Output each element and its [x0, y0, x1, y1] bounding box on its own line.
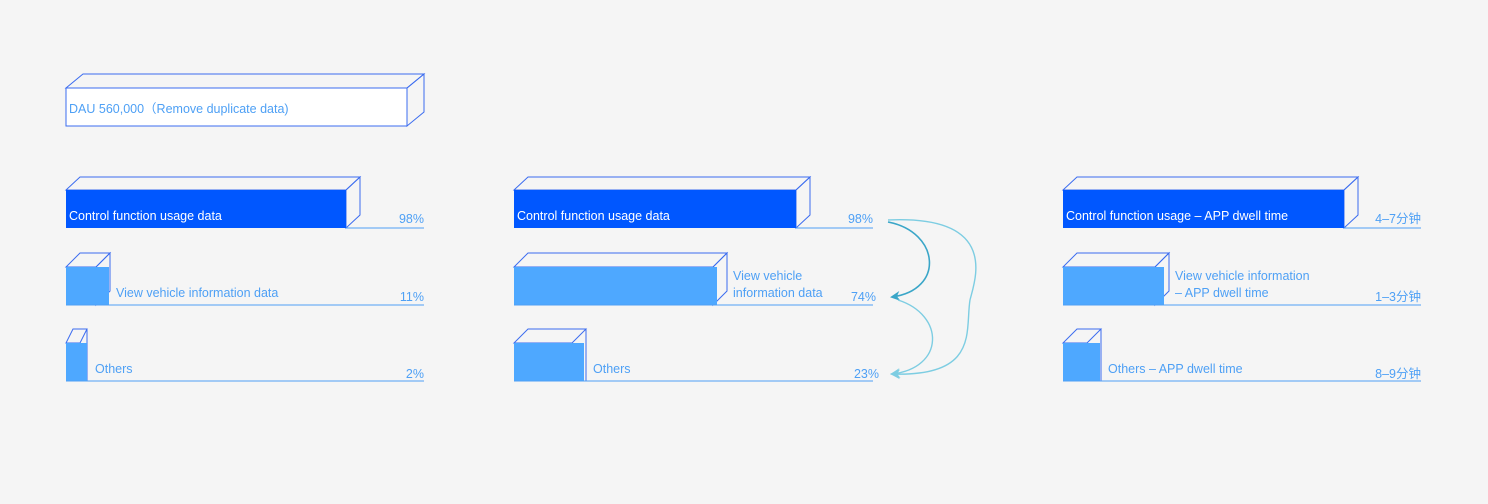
panel-3-bar-others-value: 8–9分钟	[1375, 366, 1421, 381]
panel-2-bar-control-fill	[514, 190, 796, 228]
panel-2-bar-control-value: 98%	[848, 212, 873, 226]
panel-3-bar-control: Control function usage – APP dwell time …	[1061, 175, 1421, 230]
panel-2: Control function usage data 98% View veh…	[512, 175, 977, 382]
panel-2-bar-others-value: 23%	[854, 367, 879, 381]
panel-3-bar-vehicle-value: 1–3分钟	[1375, 289, 1421, 304]
arrow-control-to-others	[887, 219, 977, 380]
panel-3-bar-others: Others – APP dwell time 8–9分钟	[1061, 328, 1421, 382]
panel-3-bar-control-label: Control function usage – APP dwell time	[1066, 209, 1288, 223]
panel-3-bar-control-fill	[1063, 190, 1344, 228]
panel-2-bar-others-label: Others	[593, 362, 631, 376]
panel-3-bar-vehicle-label-line-2: – APP dwell time	[1175, 286, 1269, 300]
arrow-vehicle-to-others	[890, 299, 934, 379]
panel-2-bar-vehicle: View vehicle information data 74%	[512, 251, 876, 307]
panel-1-bar-others-fill	[66, 343, 87, 381]
panel-3-bar-others-label: Others – APP dwell time	[1108, 362, 1243, 376]
panel-1: Control function usage data 98% View veh…	[64, 175, 424, 382]
dau-header-label: DAU 560,000（Remove duplicate data)	[69, 102, 289, 116]
panel-1-bar-control-label: Control function usage data	[69, 209, 222, 223]
panel-2-bar-others: Others 23%	[512, 328, 879, 382]
panel-3-bar-vehicle-fill	[1063, 267, 1164, 305]
panel-2-bar-vehicle-label-line-2: information data	[733, 286, 823, 300]
panel-3-bar-vehicle-label-line-1: View vehicle information	[1175, 269, 1310, 283]
panel-3: Control function usage – APP dwell time …	[1061, 175, 1421, 382]
panel-2-bar-vehicle-value: 74%	[851, 290, 876, 304]
panel-3-bar-control-value: 4–7分钟	[1375, 211, 1421, 226]
panel-2-bar-control: Control function usage data 98%	[512, 175, 873, 230]
panel-1-bar-vehicle-label: View vehicle information data	[116, 286, 278, 300]
arrow-control-to-vehicle	[887, 221, 931, 301]
panel-3-bar-vehicle: View vehicle information – APP dwell tim…	[1061, 251, 1421, 307]
panel-1-bar-control-fill	[66, 190, 346, 228]
panel-1-bar-vehicle-value: 11%	[400, 290, 424, 304]
flow-arrows	[887, 219, 977, 380]
panel-2-bar-others-fill	[514, 343, 584, 381]
panel-1-bar-vehicle-fill	[66, 267, 109, 305]
panel-1-bar-vehicle: View vehicle information data 11%	[64, 251, 424, 307]
panel-2-bar-control-label: Control function usage data	[517, 209, 670, 223]
panel-3-bar-others-fill	[1063, 343, 1100, 381]
panel-2-bar-vehicle-fill	[514, 267, 717, 305]
panel-1-bar-others-label: Others	[95, 362, 133, 376]
panel-1-bar-control: Control function usage data 98%	[64, 175, 424, 230]
panel-2-bar-vehicle-label-line-1: View vehicle	[733, 269, 802, 283]
panel-1-bar-others-value: 2%	[406, 367, 424, 381]
panel-1-bar-control-value: 98%	[399, 212, 424, 226]
panel-1-bar-others: Others 2%	[65, 328, 424, 382]
dau-header-box: DAU 560,000（Remove duplicate data)	[64, 72, 426, 128]
